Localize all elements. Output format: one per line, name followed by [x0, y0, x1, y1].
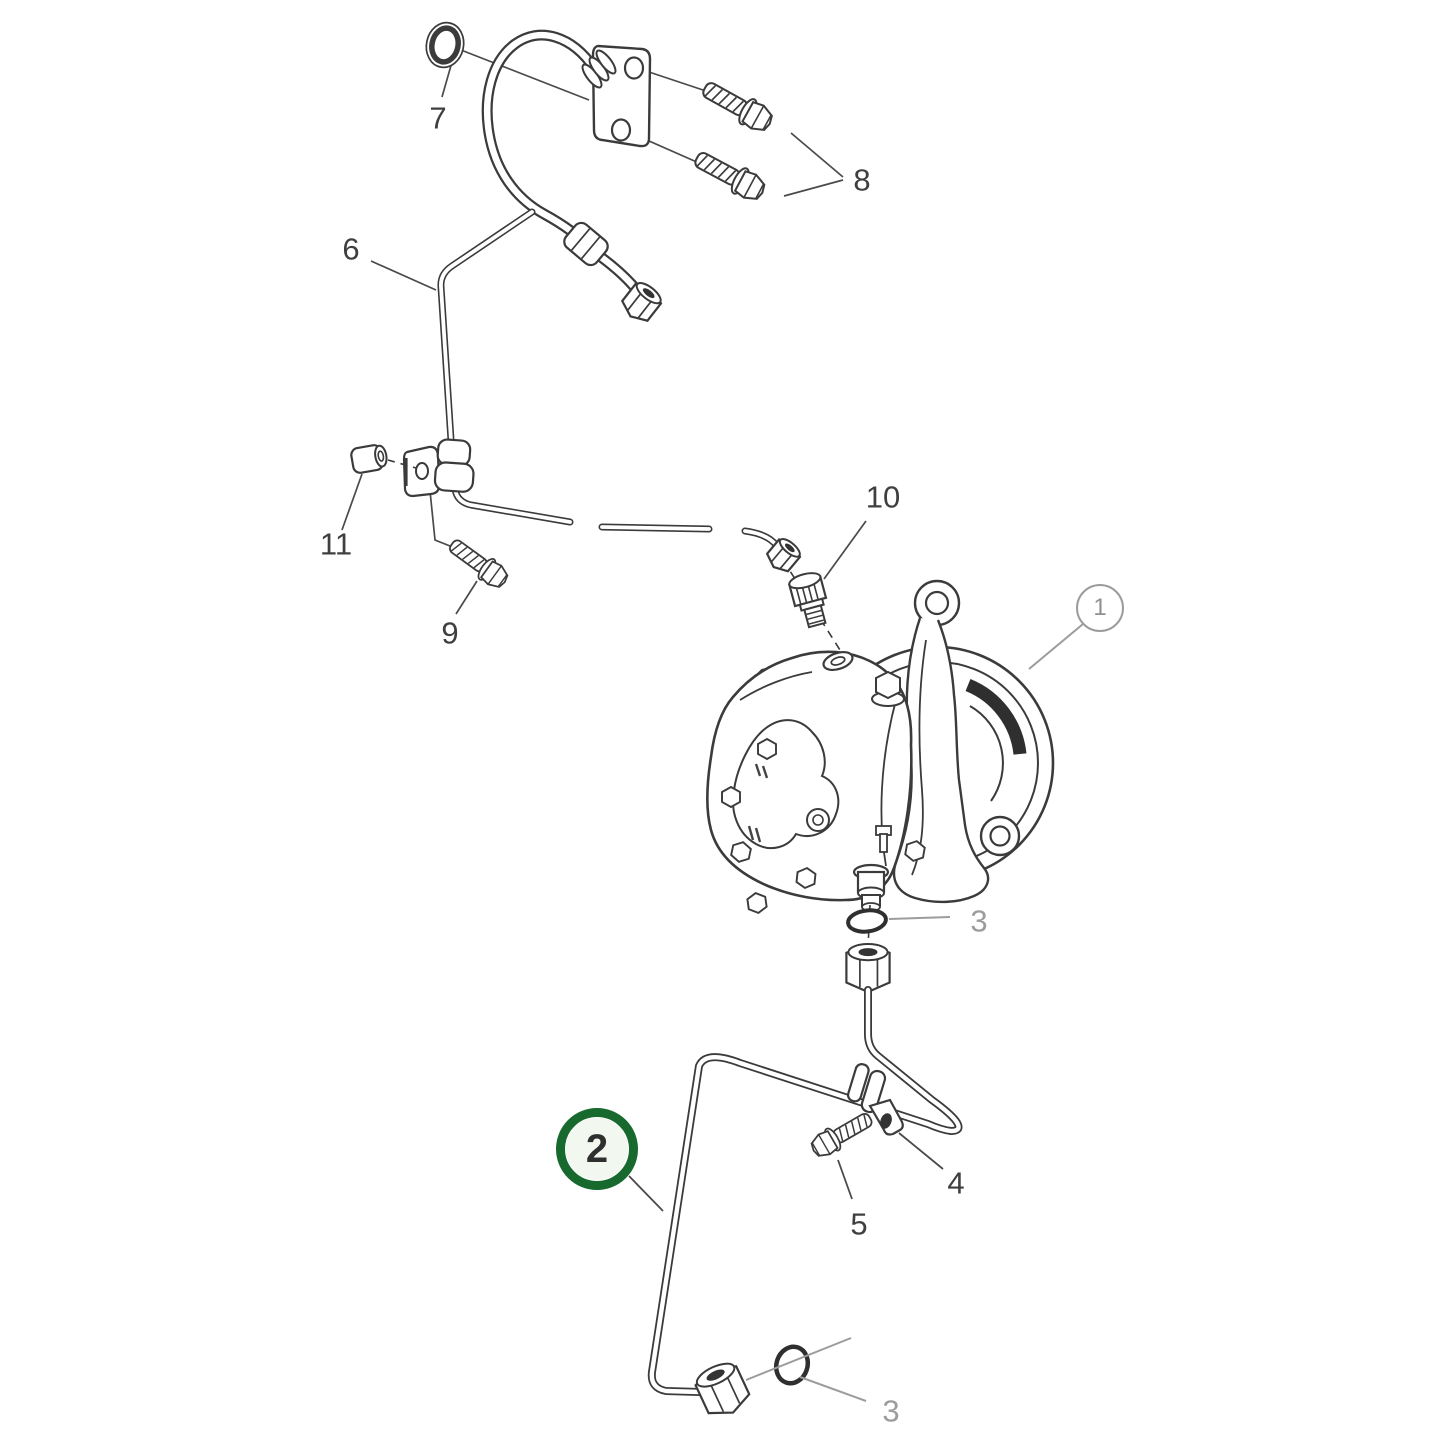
hose-end-nut: [616, 277, 667, 328]
pipe-clamp-4: [846, 1063, 887, 1114]
leader-lines-bottom: [628, 1132, 944, 1212]
clamp-bolt-5: [806, 1106, 878, 1163]
callout-10: 10: [865, 479, 901, 515]
spacer-axis-line: [387, 459, 417, 469]
callout-8: 8: [853, 162, 871, 198]
union-fitting-10: [788, 572, 828, 629]
callout-7: 7: [429, 100, 447, 136]
pressure-hose-6: [481, 29, 645, 299]
callout-1-label: 1: [1093, 594, 1107, 621]
pump-mount-bracket: [892, 579, 1021, 904]
return-pipe-bottom-nut: [690, 1356, 755, 1424]
callout-6: 6: [342, 231, 360, 267]
callout-1-circle[interactable]: 1: [1076, 584, 1124, 632]
spacer-11: [350, 444, 388, 474]
clamp-screw: [880, 1113, 892, 1129]
pipe-grommet: [433, 438, 475, 493]
leader-lines-muted: [745, 623, 1084, 1402]
callout-5: 5: [850, 1206, 868, 1242]
flange-bolt-8b: [689, 144, 770, 207]
return-pipe-nut: [844, 942, 892, 994]
flange-bolt-8a: [697, 74, 778, 138]
fitting-axis-line: [782, 559, 841, 651]
callout-3-lower: 3: [882, 1393, 900, 1429]
pressure-pipe-6: [437, 208, 784, 556]
callout-2-label: 2: [585, 1127, 609, 1171]
return-pipe-2: [647, 986, 963, 1396]
pump-body: [705, 650, 927, 916]
hose-ferrule: [581, 49, 617, 89]
o-ring-3-upper: [846, 908, 888, 934]
callout-4: 4: [947, 1165, 965, 1201]
callout-3-upper: 3: [970, 903, 988, 939]
callout-11: 11: [319, 526, 353, 562]
pipe-bracket: [402, 445, 441, 498]
o-ring-3-lower: [773, 1344, 811, 1386]
callout-2-circle-highlighted[interactable]: 2: [556, 1108, 638, 1190]
bracket-bolt-9: [443, 533, 513, 594]
callout-9: 9: [441, 615, 459, 651]
sealing-ring-7: [425, 21, 465, 69]
